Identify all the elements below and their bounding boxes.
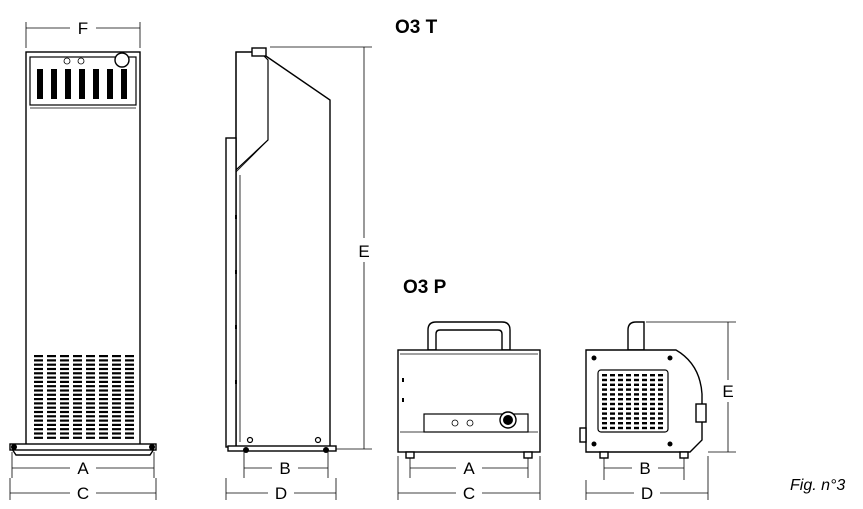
timer-knob bbox=[114, 52, 130, 68]
title-o3t: O3 T bbox=[395, 17, 438, 38]
title-o3p: O3 P bbox=[403, 277, 447, 298]
figure-caption: Fig. n°3 bbox=[790, 477, 845, 494]
dim-label-a-portable: A bbox=[463, 459, 475, 478]
bottom-vent-grille bbox=[34, 355, 134, 439]
dim-label-f: F bbox=[78, 19, 88, 38]
dim-e-portable: E bbox=[646, 321, 736, 453]
dim-label-c-portable: C bbox=[463, 484, 475, 503]
dim-label-b-tower: B bbox=[279, 459, 290, 478]
top-vent-grille bbox=[37, 69, 127, 99]
dim-label-b-portable: B bbox=[639, 459, 650, 478]
dim-label-d-tower: D bbox=[275, 484, 287, 503]
dim-b-tower: B bbox=[243, 452, 329, 478]
dim-label-e-tower: E bbox=[358, 242, 369, 261]
dim-label-a-tower: A bbox=[77, 459, 89, 478]
dim-c-portable: C bbox=[397, 456, 541, 503]
dim-f: F bbox=[25, 19, 141, 48]
switch-icons bbox=[63, 57, 85, 65]
dim-e-tower: E bbox=[270, 46, 372, 450]
dim-d-tower: D bbox=[225, 478, 337, 503]
o3p-side-view bbox=[579, 321, 707, 459]
dim-c-tower: C bbox=[9, 478, 157, 503]
dim-d-portable: D bbox=[585, 456, 709, 503]
dim-label-c-tower: C bbox=[77, 484, 89, 503]
o3p-front-view bbox=[397, 321, 541, 459]
dim-b-portable: B bbox=[603, 458, 685, 480]
dim-label-d-portable: D bbox=[641, 484, 653, 503]
o3t-front-view bbox=[9, 51, 157, 456]
dim-a-tower: A bbox=[11, 452, 155, 478]
o3t-side-view bbox=[225, 47, 337, 453]
dim-a-portable: A bbox=[409, 458, 529, 478]
fan-grille bbox=[602, 374, 663, 430]
dim-label-e-portable: E bbox=[722, 382, 733, 401]
